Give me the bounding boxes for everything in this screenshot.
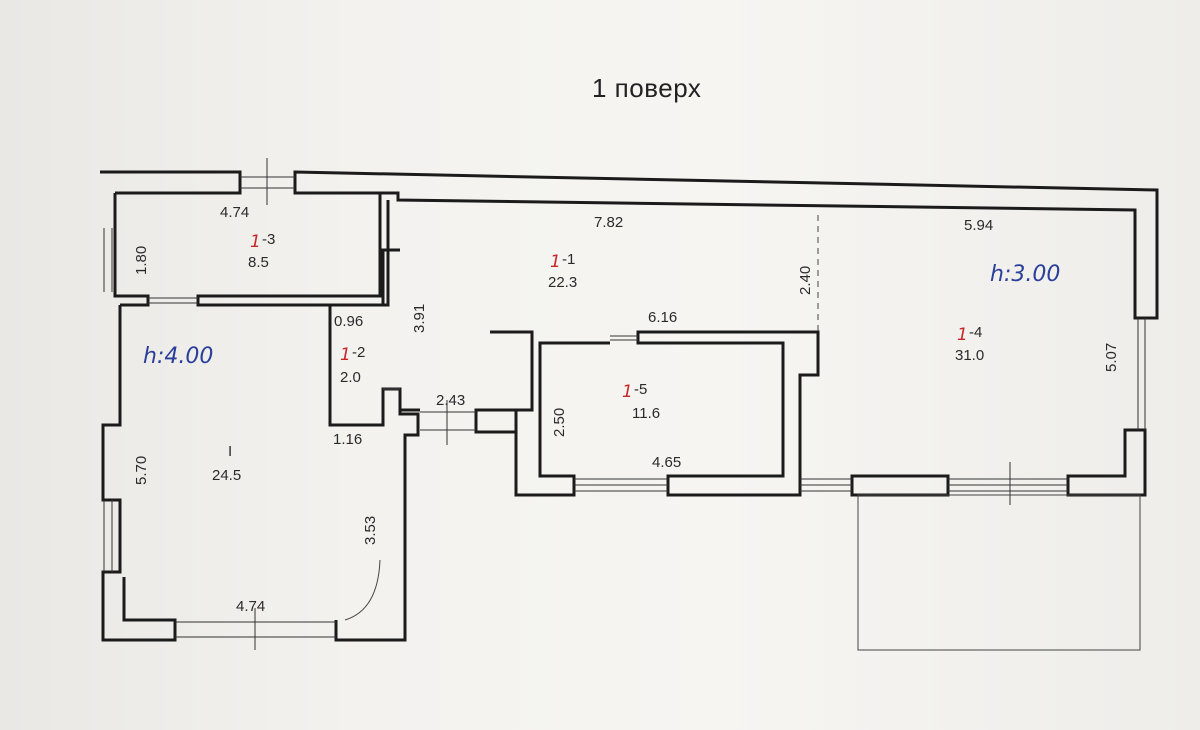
room-1-5-number: -5 <box>634 381 647 398</box>
room-1-5-top-right <box>636 330 820 497</box>
room-1-3-area: 8.5 <box>248 254 269 271</box>
dim-dashed-height: 2.40 <box>797 266 814 295</box>
dim-passage-width: 2.43 <box>436 392 465 409</box>
windows <box>103 158 1146 650</box>
room-1-3-walls <box>113 193 150 307</box>
dim-closet-width: 0.96 <box>334 313 363 330</box>
room-1-2-area: 2.0 <box>340 369 361 386</box>
room-1-1-prefix: 1 <box>550 252 561 272</box>
room-1-5-top-left <box>474 330 534 434</box>
room-1-2-number: -2 <box>352 344 365 361</box>
height-left-note: h:4.00 <box>143 344 213 369</box>
room-1-4-prefix: 1 <box>957 325 968 345</box>
room-1-2-label: 1 -2 2.0 <box>340 344 365 386</box>
room-1-3-number: -3 <box>262 231 275 248</box>
room-1-3-label: 1 -3 8.5 <box>248 231 275 271</box>
room-I-area: 24.5 <box>212 467 241 484</box>
room-1-4-bottom-right <box>1066 428 1147 497</box>
room-1-1-area: 22.3 <box>548 274 577 291</box>
dim-left-room-right-height: 3.53 <box>362 516 379 545</box>
dim-inner-room-bottom: 4.65 <box>652 454 681 471</box>
dim-top-left-width: 4.74 <box>220 204 249 221</box>
dim-right-top-width: 5.94 <box>964 217 993 234</box>
thin-lines <box>344 215 1141 651</box>
room-1-4-bottom <box>850 474 950 497</box>
dim-corridor-height: 3.91 <box>411 304 428 333</box>
outer-wall-top-right <box>293 170 1159 320</box>
room-1-5-walls <box>476 341 610 497</box>
room-1-3-right-wall <box>196 193 390 307</box>
dim-left-room-height: 5.70 <box>133 456 150 485</box>
room-1-5-label: 1 -5 11.6 <box>622 381 660 422</box>
room-1-4-number: -4 <box>969 324 982 341</box>
room-1-3-prefix: 1 <box>250 232 261 252</box>
dim-inner-room-top: 6.16 <box>648 309 677 326</box>
dimension-labels: 4.74 7.82 5.94 0.96 6.16 2.43 4.65 1.16 … <box>133 204 1120 615</box>
dim-inner-room-height: 2.50 <box>551 408 568 437</box>
dim-right-room-height: 5.07 <box>1103 343 1120 372</box>
room-I-bottom-right <box>328 305 420 642</box>
room-1-1-number: -1 <box>562 251 575 268</box>
room-1-2-prefix: 1 <box>340 345 351 365</box>
room-1-5-area: 11.6 <box>632 405 660 422</box>
room-I-number: I <box>228 443 232 460</box>
outer-wall-top <box>100 170 242 195</box>
dim-left-room-right-top: 1.16 <box>333 431 362 448</box>
room-1-4-area: 31.0 <box>955 347 984 364</box>
dim-left-room-bottom-width: 4.74 <box>236 598 265 615</box>
room-1-4-label: 1 -4 31.0 <box>955 324 984 364</box>
height-right-note: h:3.00 <box>990 262 1060 287</box>
room-I-label: I 24.5 <box>212 443 241 484</box>
room-1-5-prefix: 1 <box>622 382 633 402</box>
room-1-2-walls <box>330 248 400 307</box>
dim-left-small-height: 1.80 <box>133 246 150 275</box>
room-1-1-label: 1 -1 22.3 <box>548 251 577 291</box>
page-title: 1 поверх <box>592 73 702 103</box>
dim-center-top-width: 7.82 <box>594 214 623 231</box>
